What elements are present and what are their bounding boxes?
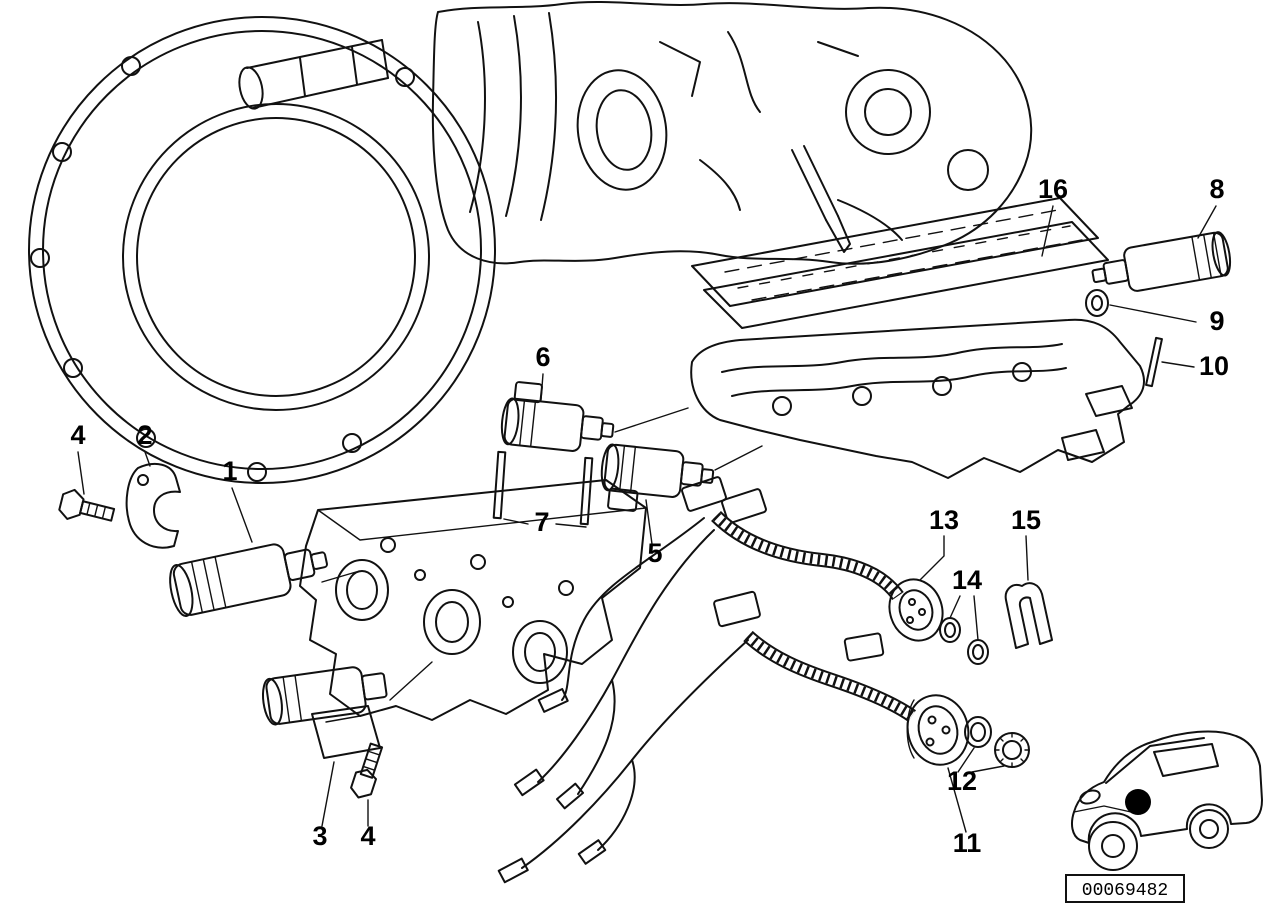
clip-15 xyxy=(1004,582,1053,649)
bolt-4-left xyxy=(58,488,116,522)
solenoid-3-bracket xyxy=(311,705,381,759)
solenoid-valve-6 xyxy=(500,381,615,452)
solenoid-valve-3 xyxy=(261,666,388,726)
callout-3: 3 xyxy=(312,821,327,851)
callout-12: 12 xyxy=(947,766,977,796)
callout-11: 11 xyxy=(953,828,982,858)
callout-4-bottom: 4 xyxy=(360,821,375,851)
pin-10 xyxy=(1145,336,1163,388)
callout-5: 5 xyxy=(647,538,662,568)
corrugated-tube-lower xyxy=(743,630,917,722)
leader-lines xyxy=(77,205,1217,833)
nut-12 xyxy=(994,732,1030,768)
transmission-case xyxy=(431,1,1033,265)
part-number-box: 00069482 xyxy=(1065,874,1185,903)
solenoid-valve-1 xyxy=(169,543,328,617)
car-icon xyxy=(1071,730,1263,871)
pins-7 xyxy=(492,450,594,526)
wiring-harness xyxy=(497,476,970,884)
o-ring-12 xyxy=(964,716,992,748)
o-rings-14 xyxy=(939,617,989,665)
harness-connectors xyxy=(681,476,885,662)
o-ring-9 xyxy=(1085,289,1109,317)
separator-plate-16 xyxy=(691,197,1109,329)
callout-14: 14 xyxy=(952,565,982,595)
part-number-label: 00069482 xyxy=(1082,881,1168,901)
corrugated-tube-upper xyxy=(711,510,904,601)
callout-9: 9 xyxy=(1209,306,1224,336)
round-connector-13 xyxy=(888,578,944,642)
callouts: 16 8 9 10 6 4 2 1 7 5 13 15 14 12 11 3 4 xyxy=(70,174,1229,858)
callout-4-left: 4 xyxy=(70,420,85,450)
harness-wires xyxy=(521,517,749,869)
bell-housing xyxy=(28,16,496,484)
callout-7: 7 xyxy=(534,507,549,537)
car-roundel-dot xyxy=(1125,789,1151,815)
valve-body-lower xyxy=(690,318,1145,479)
callout-1: 1 xyxy=(222,456,237,486)
solenoid-valve-5 xyxy=(600,443,715,512)
callout-13: 13 xyxy=(929,505,959,535)
callout-8: 8 xyxy=(1209,174,1224,204)
callout-2: 2 xyxy=(137,420,152,450)
solenoid-valve-8 xyxy=(1091,231,1232,292)
callout-10: 10 xyxy=(1199,351,1229,381)
callout-6: 6 xyxy=(535,342,550,372)
callout-16: 16 xyxy=(1038,174,1068,204)
valve-body-main xyxy=(299,479,647,721)
spade-terminals xyxy=(497,688,607,884)
bolt-4-bottom xyxy=(350,742,384,799)
bracket-2 xyxy=(125,462,181,549)
callout-15: 15 xyxy=(1011,505,1041,535)
